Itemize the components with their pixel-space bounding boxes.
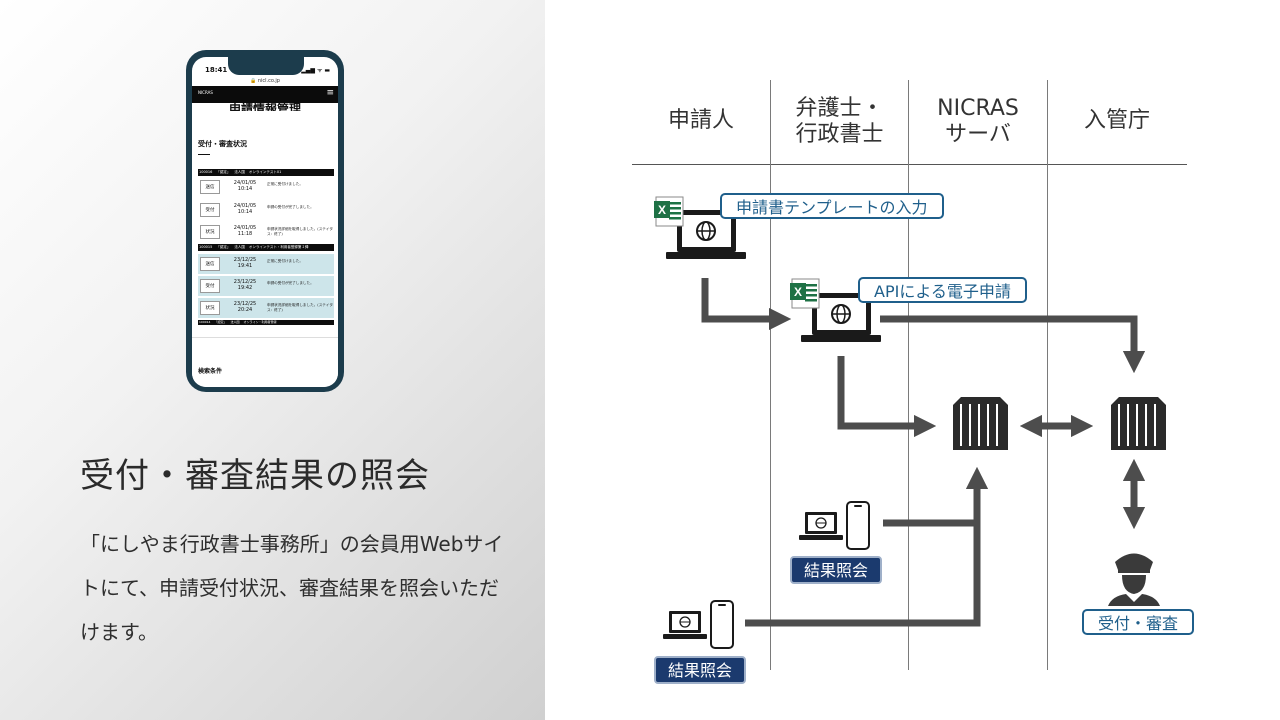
row-datetime: 24/01/05 10:14 [233,203,257,215]
column-header-nicras: NICRAS サーバ [937,96,1019,147]
laptop-icon [801,293,881,342]
column-header-applicant: 申請人 [667,108,734,133]
column-header-immigration: 入管庁 [1083,108,1150,133]
status-row: 状況 24/01/05 11:18 申請状況詳細を取得しました。(ステイタス：終… [198,222,334,242]
status-row: 送信 23/12/25 19:41 正常に受付けました。 [198,254,334,274]
phone-notch [228,57,304,75]
phone-footer: 検索条件 [192,337,338,387]
svg-text:X: X [794,285,802,299]
column-header-lawyer: 弁護士・ 行政書士 [795,96,884,147]
phone-brand: NICRAS [198,90,213,95]
phone-url: 🔒 nicl.co.jp [250,78,280,84]
arrow-applicant-to-lawyer [701,278,792,331]
laptop-icon [799,512,843,540]
search-conditions-label[interactable]: 検索条件 [198,368,223,375]
status-button[interactable]: 状況 [200,301,220,315]
arrow-lawyer-to-nicras [837,356,937,438]
phone-status-icons: ▂▄▆ ᯤ ▬ [301,67,330,74]
row-datetime: 23/12/25 19:42 [233,279,257,291]
row-message: 申請の受付が完了しました。 [267,205,314,209]
application-header: 100015「認定」法人国オンラインテスト・利用者登録第１弾 [198,244,334,251]
status-row: 送信 24/01/05 10:14 正常に受付けました。 [198,177,334,197]
phone-screen: 18:41 ▂▄▆ ᯤ ▬ 🔒 nicl.co.jp NICRAS ≡ 申請情報… [192,57,338,387]
status-row: 状況 23/12/25 20:24 申請状況詳細を取得しました。(ステイタス：終… [198,298,334,318]
api-submit-label: APIによる電子申請 [858,277,1027,303]
page-title: 受付・審査結果の照会 [80,456,430,496]
phone-page-title: 申請情報管理 [228,103,301,111]
lane-divider [770,80,771,670]
application-header: 100016「認定」法人国オンラインテスト01 [198,169,334,176]
application-header: 100014「認定」法人国オンライン・利用者登録 [198,320,334,325]
row-message: 申請状況詳細を取得しました。(ステイタス：終了) [267,227,333,236]
status-button[interactable]: 状況 [200,225,220,239]
excel-icon: X [654,196,684,227]
template-input-label: 申請書テンプレートの入力 [720,193,944,219]
result-inquiry-applicant-label: 結果照会 [654,656,747,684]
row-message: 正常に受付けました。 [267,182,303,186]
excel-icon: X [790,278,820,309]
receive-button[interactable]: 受付 [200,203,220,217]
section-underline [198,154,210,155]
row-datetime: 23/12/25 19:41 [233,257,257,269]
laptop-icon [666,210,746,259]
row-datetime: 24/01/05 11:18 [233,225,257,237]
smartphone-icon [846,501,870,550]
phone-navbar: NICRAS ≡ [192,86,338,103]
result-inquiry-lawyer-label: 結果照会 [790,556,883,584]
row-message: 申請の受付が完了しました。 [267,281,314,285]
server-icon [1111,397,1166,450]
send-button[interactable]: 送信 [200,257,220,271]
flow-arrows [701,278,1146,627]
status-row: 受付 24/01/05 10:14 申請の受付が完了しました。 [198,200,334,220]
lane-divider [908,80,909,670]
receive-button[interactable]: 受付 [200,279,220,293]
server-icon [953,397,1008,450]
phone-mockup: 18:41 ▂▄▆ ᯤ ▬ 🔒 nicl.co.jp NICRAS ≡ 申請情報… [186,50,344,392]
smartphone-icon [710,600,734,649]
arrow-applicant-inquiry [745,466,989,627]
header-divider [632,164,1187,165]
row-datetime: 24/01/05 10:14 [233,180,257,192]
row-datetime: 23/12/25 20:24 [233,301,257,313]
row-message: 申請状況詳細を取得しました。(ステイタス：終了) [267,303,333,312]
hamburger-menu-icon[interactable]: ≡ [326,88,334,98]
status-row: 受付 23/12/25 19:42 申請の受付が完了しました。 [198,276,334,296]
row-message: 正常に受付けました。 [267,259,303,263]
officer-icon [1108,553,1160,606]
page-description: 「にしやま行政書士事務所」の会員用Webサイトにて、申請受付状況、審査結果を照会… [80,532,504,644]
phone-time: 18:41 [205,66,228,74]
svg-text:X: X [658,203,666,217]
review-label: 受付・審査 [1082,609,1195,635]
send-button[interactable]: 送信 [200,180,220,194]
laptop-icon [663,611,707,639]
phone-section-title: 受付・審査状況 [198,140,247,148]
lane-divider [1047,80,1048,670]
arrow-lawyer-to-immigration [880,315,1146,374]
